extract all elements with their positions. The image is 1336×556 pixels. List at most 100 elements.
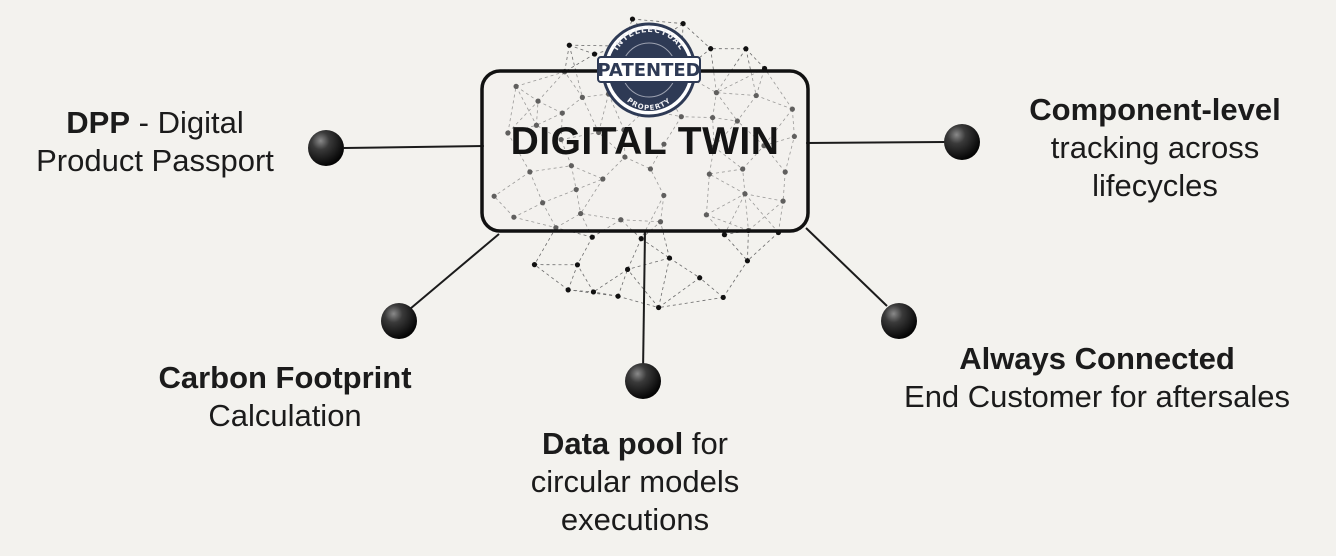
network-link [706,193,746,216]
ball-carbon [381,303,417,339]
network-node [511,214,517,220]
network-link [778,201,784,233]
label-dpp-line: Product Passport [36,143,274,178]
network-node [535,98,541,104]
network-link [542,202,557,228]
label-connected: Always Connected End Customer for afters… [864,340,1330,416]
network-link [593,269,628,293]
network-link [493,195,515,218]
network-node [589,234,595,240]
network-node [680,20,686,27]
label-connected-bold: Always Connected [959,341,1235,376]
network-link [598,129,625,133]
network-node [740,166,746,172]
network-link [620,219,642,239]
label-carbon: Carbon Footprint Calculation [110,359,460,435]
label-connected-line: End Customer for aftersales [904,379,1290,414]
network-link [710,48,717,93]
network-link [627,238,642,270]
network-link [724,193,746,235]
network-link [624,156,651,170]
network-link [764,68,793,110]
network-node [761,143,767,149]
network-link [782,171,786,202]
network-link [537,71,565,102]
network-node [742,191,748,197]
network-node [559,110,565,116]
network-link [755,68,765,96]
network-node [625,266,631,272]
network-link [582,93,609,98]
network-link [784,136,795,173]
network-link [627,269,659,308]
network-link [763,136,795,147]
network-node [622,154,628,160]
network-link [705,174,710,215]
network-link [737,120,765,146]
network-node [743,46,749,52]
network-node [527,169,533,175]
network-link [744,193,779,233]
network-link [745,48,757,96]
label-component-line-2: lifecycles [1092,168,1218,203]
network-link [593,291,619,297]
network-link [756,95,793,110]
center-title: DIGITAL TWIN [510,120,780,163]
network-node [782,169,788,175]
network-node [655,304,662,311]
network-link [716,92,757,96]
network-link [712,117,738,122]
network-node [591,51,598,57]
network-link [617,269,628,297]
network-node [568,163,574,169]
connector-datapool [642,231,646,373]
network-node [753,92,759,99]
network-link [536,101,539,126]
network-link [564,53,595,73]
network-link [632,18,684,24]
network-link [791,109,795,137]
network-link [562,97,583,114]
network-link [534,264,569,291]
network-node [706,171,712,177]
ball-dpp [308,130,344,166]
network-link [699,277,724,298]
network-link [660,221,670,259]
label-component: Component-level tracking across lifecycl… [990,91,1320,205]
network-node [666,255,673,261]
label-carbon-line: Calculation [208,398,362,433]
network-link [713,146,743,170]
connector-connected [805,227,888,307]
network-link [529,165,572,173]
network-link [560,113,563,140]
network-node [513,83,519,89]
network-link [747,230,749,261]
network-link [582,97,600,133]
network-node [647,166,654,172]
network-link [722,260,748,298]
network-node [789,106,795,112]
ball-component [944,124,980,160]
network-link [507,132,531,173]
network-node [531,262,538,268]
label-datapool-bold: Data pool [541,426,684,461]
network-node [708,46,714,52]
network-link [712,117,715,147]
network-link [748,200,784,231]
network-node [600,176,606,182]
network-link [658,277,700,308]
network-link [742,168,746,194]
network-link [650,168,665,196]
label-dpp-bold: DPP [66,105,131,140]
network-link [737,95,757,122]
network-link [627,257,670,270]
network-link [580,213,593,238]
network-node [638,236,644,242]
label-carbon-bold: Carbon Footprint [158,360,412,395]
network-link [709,173,746,195]
connector-lines [343,141,946,373]
network-link [617,295,659,308]
network-link [608,93,625,131]
network-link [724,234,748,262]
network-link [571,165,577,190]
